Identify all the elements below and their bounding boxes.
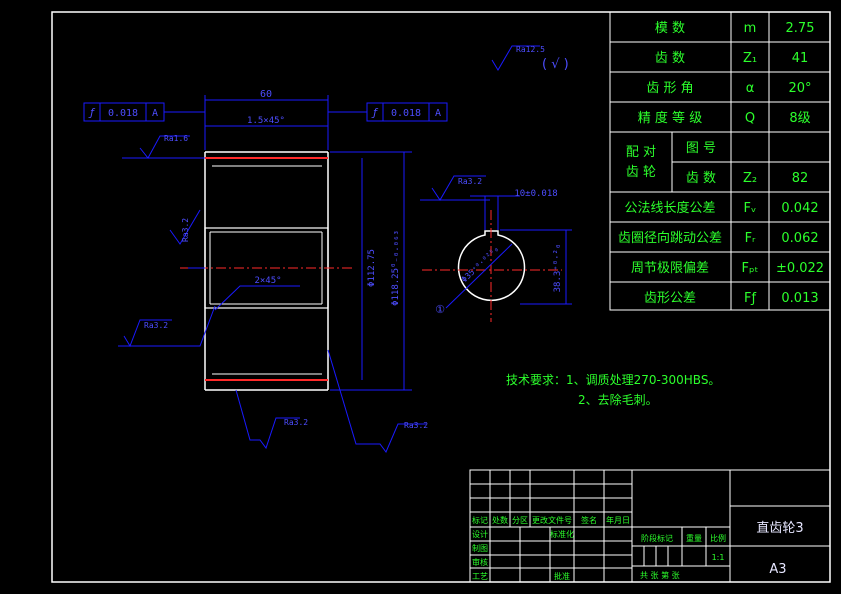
param-group-label: 配 对	[626, 145, 656, 160]
title-cell: 阶段标记	[641, 533, 673, 543]
tolerance-datum: A	[435, 108, 441, 119]
title-cell: 共 张 第 张	[640, 570, 680, 580]
param-label: 周节极限偏差	[631, 261, 709, 276]
param-label: 模 数	[655, 21, 685, 36]
param-value: 8级	[789, 111, 810, 126]
part-name: 直齿轮3	[756, 521, 803, 536]
title-cell: 更改文件号	[532, 515, 572, 525]
param-label: 公法线长度公差	[624, 200, 715, 216]
general-roughness: Ra12.5 ( √ )	[491, 45, 569, 72]
title-cell: 工艺	[472, 572, 488, 581]
title-cell: 处数	[492, 515, 508, 525]
param-value: 2.75	[786, 21, 815, 36]
roughness-label: Ra12.5	[516, 45, 545, 54]
tolerance-value: 0.018	[108, 108, 138, 119]
title-cell: 年月日	[606, 515, 630, 525]
param-value: 20°	[788, 81, 811, 96]
dim-hole-diameter: Φ35⁺⁰·⁰²⁵₀	[460, 244, 501, 284]
tolerance-frame-left: ƒ 0.018 A	[83, 102, 205, 122]
param-symbol: Z₁	[743, 51, 757, 66]
dim-keyway-depth: 38.3⁺⁰·²₀	[553, 244, 563, 293]
dim-chamfer-bore: 2×45°	[254, 276, 281, 286]
title-cell: 审核	[472, 557, 488, 567]
param-symbol: Q	[745, 111, 755, 126]
roughness-label: Ra3.2	[181, 218, 190, 242]
title-cell: 标记	[472, 515, 488, 525]
dim-root-diameter: Φ112.75	[367, 249, 377, 287]
param-value: 0.013	[781, 291, 818, 306]
param-value: ±0.022	[776, 261, 824, 276]
title-cell: 重量	[686, 533, 702, 543]
title-cell: 批准	[554, 571, 570, 581]
param-group-label: 齿 轮	[626, 165, 656, 180]
roughness-note: ( √ )	[542, 57, 569, 72]
dim-width: 60	[260, 89, 272, 100]
roughness-label: Ra3.2	[458, 177, 482, 186]
drawing-border	[51, 11, 831, 583]
param-symbol: α	[746, 81, 755, 96]
roughness-callouts	[118, 135, 490, 453]
title-block	[469, 469, 831, 583]
gear-parameter-table	[609, 11, 831, 311]
param-value: 0.062	[781, 231, 818, 246]
callout-marker: ①	[435, 303, 445, 316]
param-label: 精 度 等 级	[638, 110, 702, 126]
title-cell: 制图	[472, 543, 488, 553]
param-symbol: m	[744, 21, 757, 36]
roughness-label: Ra3.2	[404, 421, 428, 430]
param-label: 齿 数	[655, 51, 685, 66]
param-label: 齿 数	[686, 171, 716, 186]
technical-notes: 技术要求：1、调质处理270-300HBS。 2、去除毛刺。	[506, 373, 720, 407]
param-label: 齿 形 角	[646, 81, 693, 96]
dim-keyway-width: 10±0.018	[514, 189, 557, 199]
tolerance-datum: A	[152, 108, 158, 119]
param-symbol: Fₚₜ	[742, 261, 759, 276]
title-cell: 设计	[472, 529, 488, 539]
roughness-label: Ra3.2	[144, 321, 168, 330]
tolerance-value: 0.018	[391, 108, 421, 119]
title-cell: 标准化	[550, 529, 574, 539]
param-symbol: Fƒ	[744, 291, 756, 306]
param-label: 齿圈径向跳动公差	[618, 230, 722, 246]
param-symbol: Fᵥ	[744, 201, 757, 216]
hub-side-view: 10±0.018 38.3⁺⁰·²₀ Φ35⁺⁰·⁰²⁵₀ ①	[422, 189, 572, 322]
title-cell: 分区	[512, 516, 528, 525]
roughness-label: Ra3.2	[284, 418, 308, 427]
tolerance-frame-right: ƒ 0.018 A	[328, 102, 448, 122]
dim-chamfer-top: 1.5×45°	[247, 116, 285, 126]
param-symbol: Z₂	[743, 171, 757, 186]
dim-outer-diameter: Φ118.25⁰₋₀.₀₆₃	[391, 230, 401, 306]
roughness-labels: Ra1.6 Ra3.2 Ra3.2 Ra3.2 Ra3.2 Ra3.2	[144, 134, 482, 430]
param-value: 82	[792, 171, 809, 186]
title-cell: 签名	[581, 515, 597, 525]
gear-section-view: 60 1.5×45° 2×45° Φ112.75 Φ118.25⁰₋₀.₀₆₃	[180, 89, 412, 391]
param-symbol: Fᵣ	[745, 231, 756, 246]
parameter-table-text: 模 数 m 2.75 齿 数 Z₁ 41 齿 形 角 α 20° 精 度 等 级…	[618, 21, 824, 306]
title-cell: 1:1	[712, 553, 725, 562]
title-block-text: 标记 处数 分区 更改文件号 签名 年月日 设计 标准化 制图 审核 工艺 批准…	[472, 515, 804, 581]
title-cell: 比例	[710, 533, 726, 543]
param-value: 0.042	[781, 201, 818, 216]
svg-text:ƒ: ƒ	[88, 106, 96, 119]
param-label: 图 号	[686, 141, 716, 156]
param-label: 齿形公差	[644, 291, 696, 306]
param-value: 41	[792, 51, 809, 66]
roughness-label: Ra1.6	[164, 134, 188, 143]
note-line: 2、去除毛刺。	[578, 392, 658, 407]
note-line: 技术要求：1、调质处理270-300HBS。	[506, 373, 720, 387]
svg-text:ƒ: ƒ	[371, 106, 379, 119]
sheet-size: A3	[769, 562, 786, 577]
